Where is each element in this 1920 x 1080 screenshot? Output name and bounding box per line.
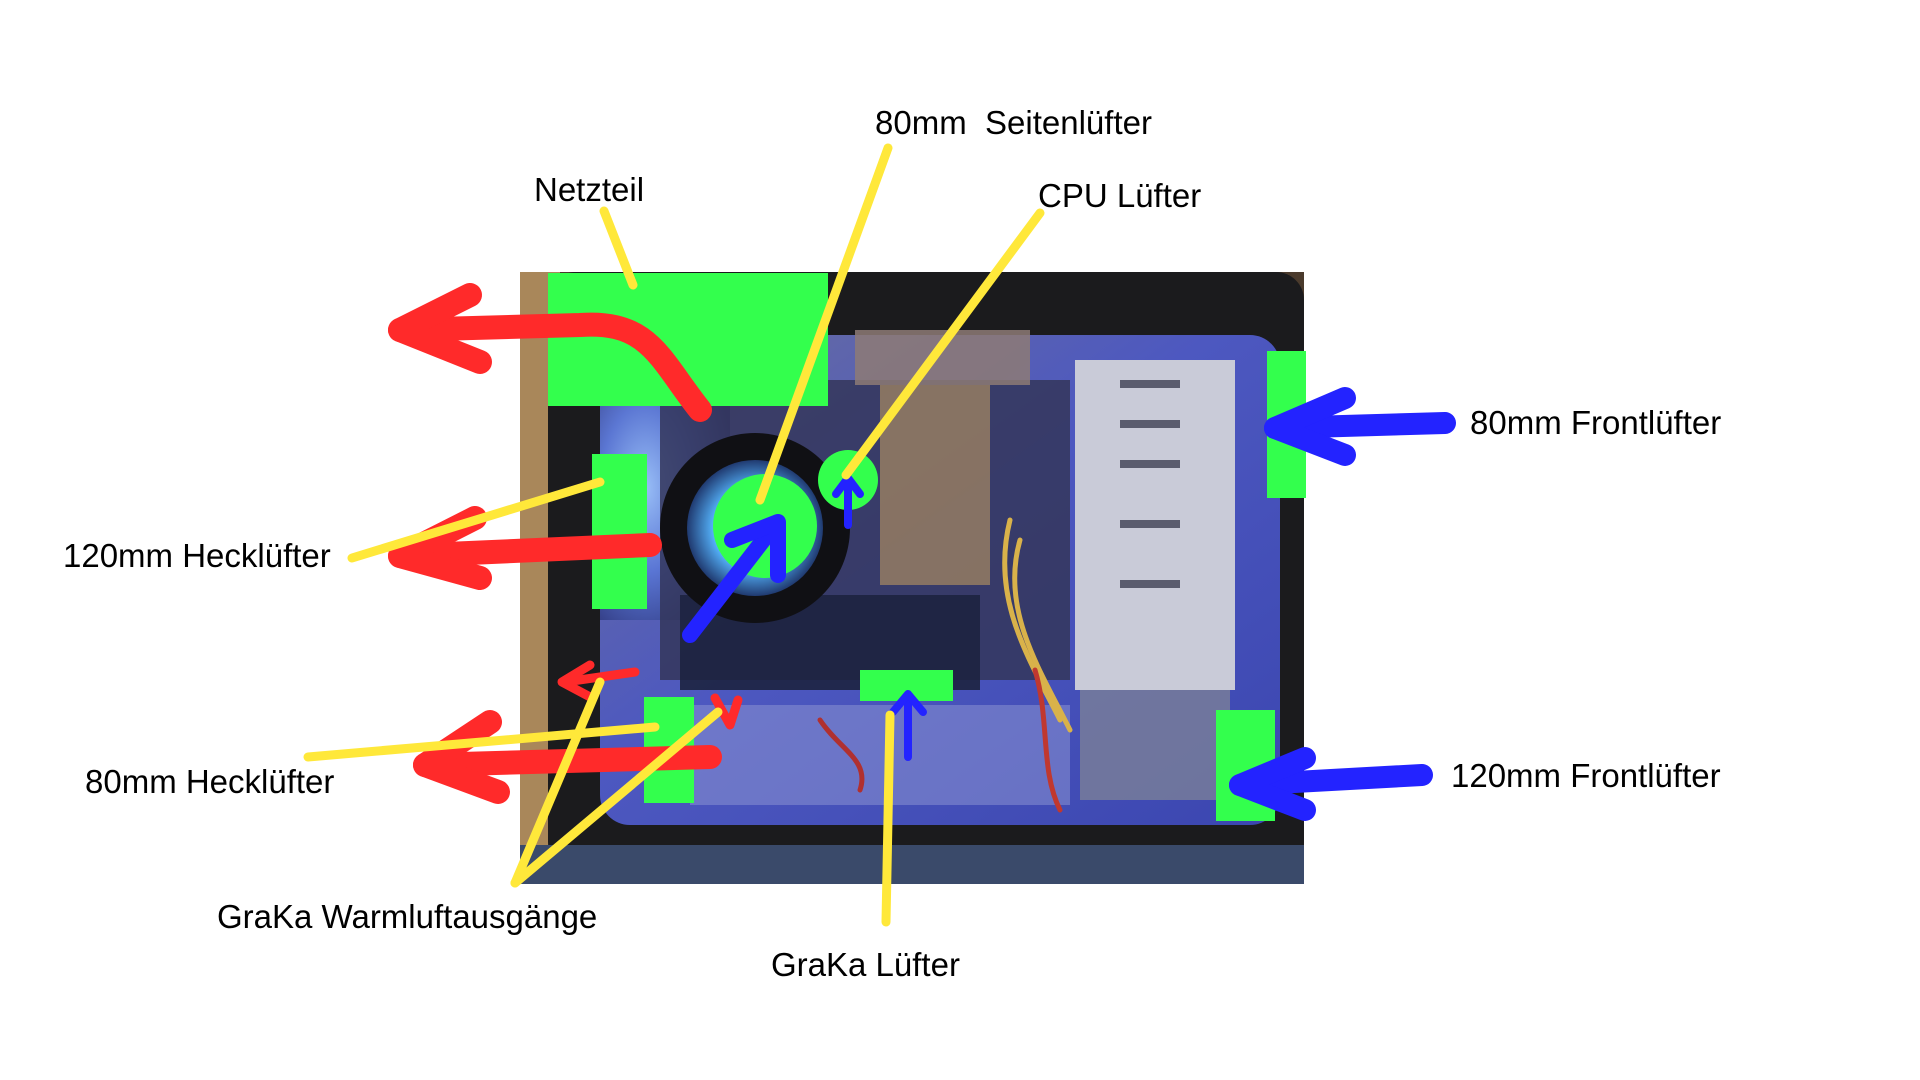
gpu-fan-leader — [881, 710, 895, 927]
psu-exhaust-arrow — [388, 312, 712, 422]
side-fan-leader — [755, 143, 893, 505]
side-fan-intake-arrow-head — [724, 514, 786, 583]
front-80-intake-arrow-head — [1264, 387, 1356, 466]
lower-drive-bay — [1080, 690, 1230, 800]
case-photo — [520, 272, 1304, 884]
gpu-exhaust-arrow-upper — [560, 667, 640, 687]
label-cpu-fan: CPU Lüfter — [1038, 177, 1201, 214]
label-side-fan: 80mm Seitenlüfter — [875, 104, 1152, 141]
ram-slots — [880, 385, 990, 585]
psu-exhaust-arrow-head — [388, 283, 492, 374]
gpu-exhaust-arrow-upper-head — [557, 660, 597, 703]
rear-120-exhaust-arrow — [388, 533, 662, 568]
rear-fan-120-marker — [592, 454, 647, 609]
front-120-intake-arrow-head — [1229, 747, 1316, 821]
labels: Netzteil 80mm Seitenlüfter CPU Lüfter 80… — [63, 104, 1721, 983]
gpu-fan-intake-arrow-head — [889, 690, 927, 716]
label-gpu-fan: GraKa Lüfter — [771, 946, 960, 983]
rear-80-leader — [303, 722, 660, 762]
netzteil-leader — [599, 206, 638, 290]
intake-arrows — [682, 387, 1456, 821]
gpu-exhaust-leader-2 — [510, 707, 723, 888]
label-rear-fan-120: 120mm Hecklüfter — [63, 537, 331, 574]
label-rear-fan-80: 80mm Hecklüfter — [85, 763, 334, 800]
label-front-fan-120: 120mm Frontlüfter — [1451, 757, 1721, 794]
leader-lines — [303, 143, 1045, 927]
desk-strip-bottom — [520, 845, 1304, 884]
drive-bays — [1120, 380, 1180, 588]
side-fan-intake-arrow — [682, 517, 783, 643]
cables — [817, 517, 1073, 813]
bottom-shelf — [690, 705, 1070, 805]
fan-markers — [548, 273, 1306, 821]
rear-120-leader — [347, 477, 605, 563]
gpu-exhaust-arrow-lower-head — [710, 693, 743, 730]
label-gpu-exhaust: GraKa Warmluftausgänge — [217, 898, 597, 935]
label-front-fan-80: 80mm Frontlüfter — [1470, 404, 1721, 441]
rear-80-exhaust-arrow-head — [413, 710, 510, 804]
gpu-exhaust-leader-1 — [510, 677, 605, 888]
label-netzteil: Netzteil — [534, 171, 644, 208]
cpu-fan-leader — [841, 208, 1045, 480]
